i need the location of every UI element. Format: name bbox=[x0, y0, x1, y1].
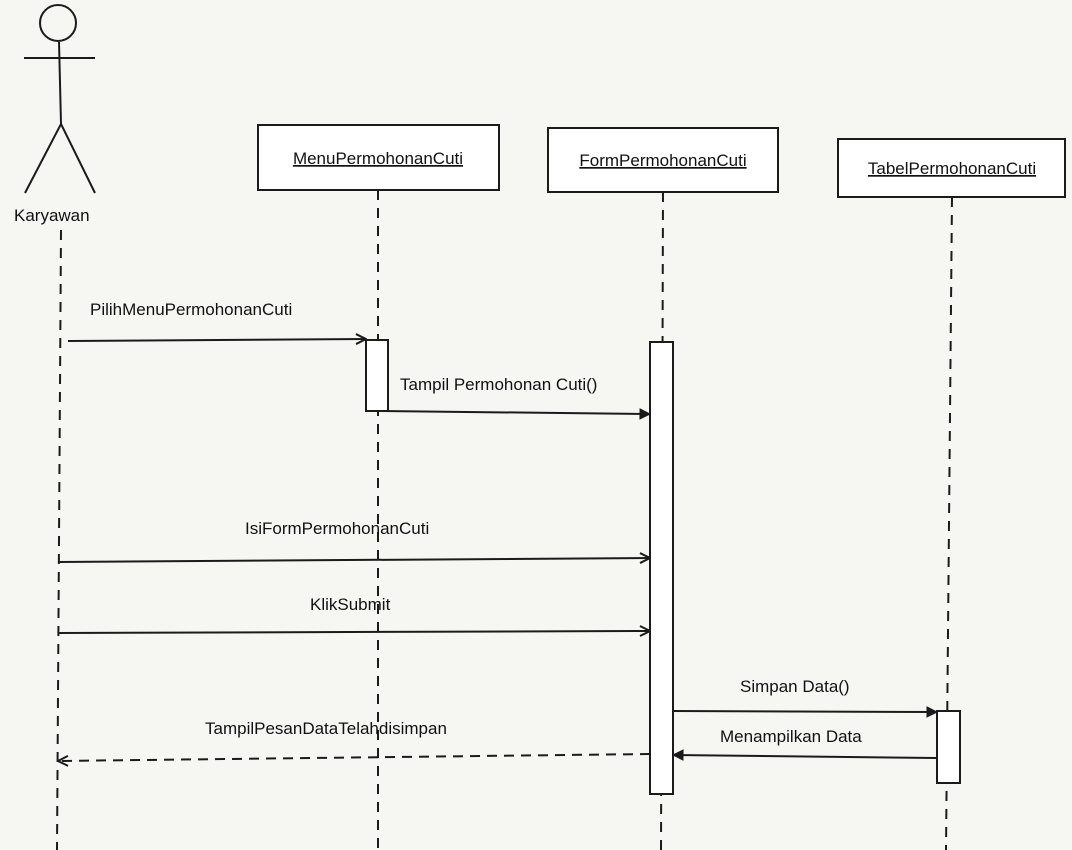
message-label-tampil-pesan: TampilPesanDataTelahdisimpan bbox=[205, 719, 447, 738]
menu-activation-bar bbox=[365, 339, 389, 412]
object-label-tabel: TabelPermohonanCuti bbox=[868, 159, 1036, 178]
object-label-menu: MenuPermohonanCuti bbox=[293, 149, 463, 168]
message-arrow-menampilkan-data bbox=[673, 755, 938, 758]
message-label-pilih-menu: PilihMenuPermohonanCuti bbox=[90, 300, 292, 319]
message-arrow-simpan-data bbox=[672, 711, 937, 712]
object-tabel-permohonan-cuti: TabelPermohonanCuti bbox=[837, 138, 1066, 198]
actor-lifeline bbox=[56, 229, 62, 850]
message-label-klik-submit: KlikSubmit bbox=[310, 595, 391, 614]
tabel-activation-bar bbox=[936, 710, 961, 784]
message-arrow-pilih-menu bbox=[67, 339, 366, 341]
actor-label: Karyawan bbox=[14, 206, 90, 225]
message-label-tampil-permohonan: Tampil Permohonan Cuti() bbox=[400, 375, 597, 394]
message-arrow-klik-submit bbox=[57, 631, 650, 633]
form-activation-bar bbox=[649, 341, 674, 795]
message-label-simpan-data: Simpan Data() bbox=[740, 677, 850, 696]
message-arrow-isi-form bbox=[57, 558, 650, 562]
actor-karyawan: Karyawan bbox=[14, 4, 96, 225]
object-box-menu bbox=[257, 124, 500, 191]
actor-right-leg-line bbox=[60, 123, 96, 194]
object-form-permohonan-cuti: FormPermohonanCuti bbox=[547, 127, 779, 193]
message-label-menampilkan-data: Menampilkan Data bbox=[720, 727, 862, 746]
message-arrow-tampil-permohonan bbox=[377, 411, 650, 414]
message-arrow-tampil-pesan bbox=[58, 753, 651, 761]
actor-body-line bbox=[58, 41, 62, 125]
message-label-isi-form: IsiFormPermohonanCuti bbox=[245, 519, 429, 538]
actor-left-leg-line bbox=[24, 123, 62, 194]
object-label-form: FormPermohonanCuti bbox=[579, 151, 746, 170]
object-menu-permohonan-cuti: MenuPermohonanCuti bbox=[257, 124, 500, 191]
object-box-form bbox=[547, 127, 779, 193]
actor-head-icon bbox=[39, 4, 77, 42]
